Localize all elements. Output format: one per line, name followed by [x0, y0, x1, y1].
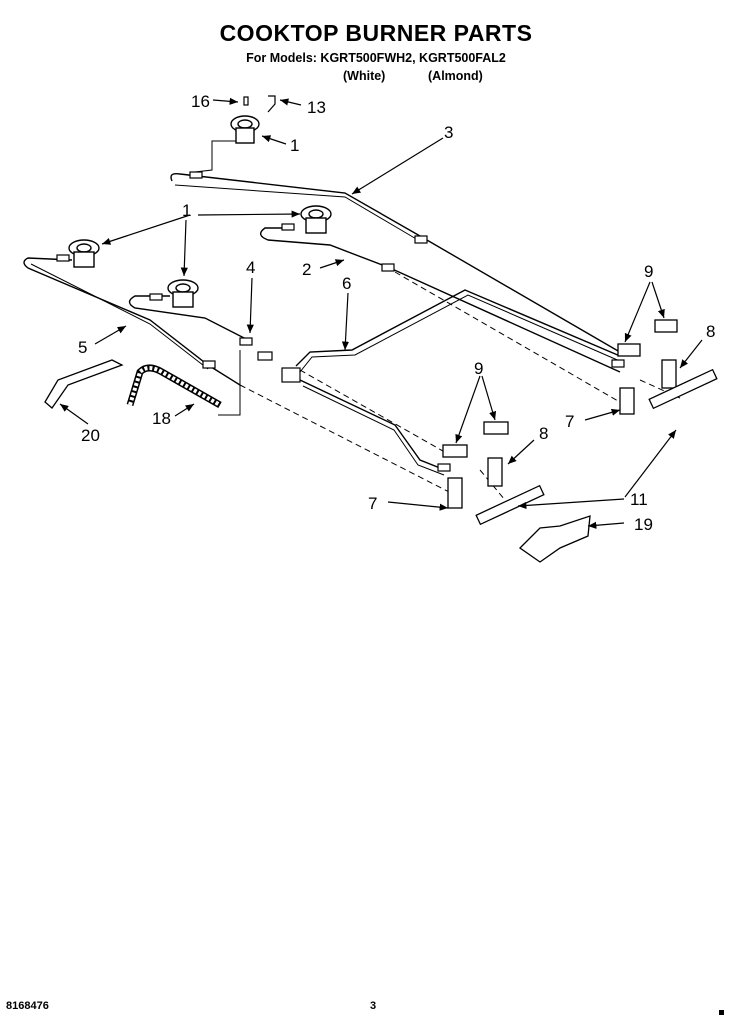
shield-19 — [518, 515, 591, 563]
valve-7-right — [619, 387, 635, 415]
manifold-tube-6 — [295, 289, 621, 367]
gas-tube-3 — [170, 172, 626, 356]
bracket-20 — [44, 359, 124, 409]
igniter-9-right-a — [617, 343, 641, 357]
valve-7-left — [447, 477, 463, 509]
callout-11: 11 — [630, 490, 648, 509]
callout-8-mid: 8 — [539, 424, 548, 443]
callout-3: 3 — [444, 123, 453, 142]
burner-head-rear-right — [300, 205, 332, 234]
callout-9-right: 9 — [644, 262, 653, 281]
screw-16 — [243, 96, 249, 106]
callout-6: 6 — [342, 274, 351, 293]
part-number: 8168476 — [6, 1000, 49, 1012]
burner-head-front-left — [167, 279, 199, 308]
spark-module-11-right — [648, 368, 718, 410]
model-list: For Models: KGRT500FWH2, KGRT500FAL2 — [246, 51, 506, 65]
callout-1-top: 1 — [290, 136, 299, 155]
callout-5: 5 — [78, 338, 87, 357]
callout-7-right: 7 — [565, 412, 574, 431]
callout-7-left: 7 — [368, 494, 377, 513]
callout-2: 2 — [302, 260, 311, 279]
callout-1-group: 1 — [182, 201, 191, 220]
page-title: COOKTOP BURNER PARTS — [219, 20, 533, 46]
igniter-9-mid-b — [483, 421, 509, 435]
valve-8-mid — [487, 457, 503, 487]
spark-module-11-left — [475, 484, 545, 526]
variant-almond: (Almond) — [428, 69, 483, 83]
corner-mark — [719, 1010, 724, 1015]
callout-4: 4 — [246, 258, 255, 277]
callout-16: 16 — [191, 92, 210, 111]
callout-13: 13 — [307, 98, 326, 117]
gas-tube-front-left — [128, 295, 249, 341]
variant-white: (White) — [343, 69, 386, 83]
burner-head-rear-left — [68, 239, 100, 268]
clip-13 — [267, 95, 276, 113]
burner-head-top — [230, 115, 260, 144]
callout-19: 19 — [634, 515, 653, 534]
callout-9-mid: 9 — [474, 359, 483, 378]
gas-tube-2 — [260, 227, 621, 373]
callout-8-right: 8 — [706, 322, 715, 341]
gas-tube-5 — [23, 257, 241, 386]
valve-8-right — [661, 359, 677, 389]
page-number: 3 — [370, 1000, 377, 1012]
igniter-9-mid-a — [442, 444, 468, 458]
igniter-9-right-b — [654, 319, 678, 333]
callout-18: 18 — [152, 409, 171, 428]
orifice-4 — [257, 351, 273, 361]
callout-20: 20 — [81, 426, 100, 445]
